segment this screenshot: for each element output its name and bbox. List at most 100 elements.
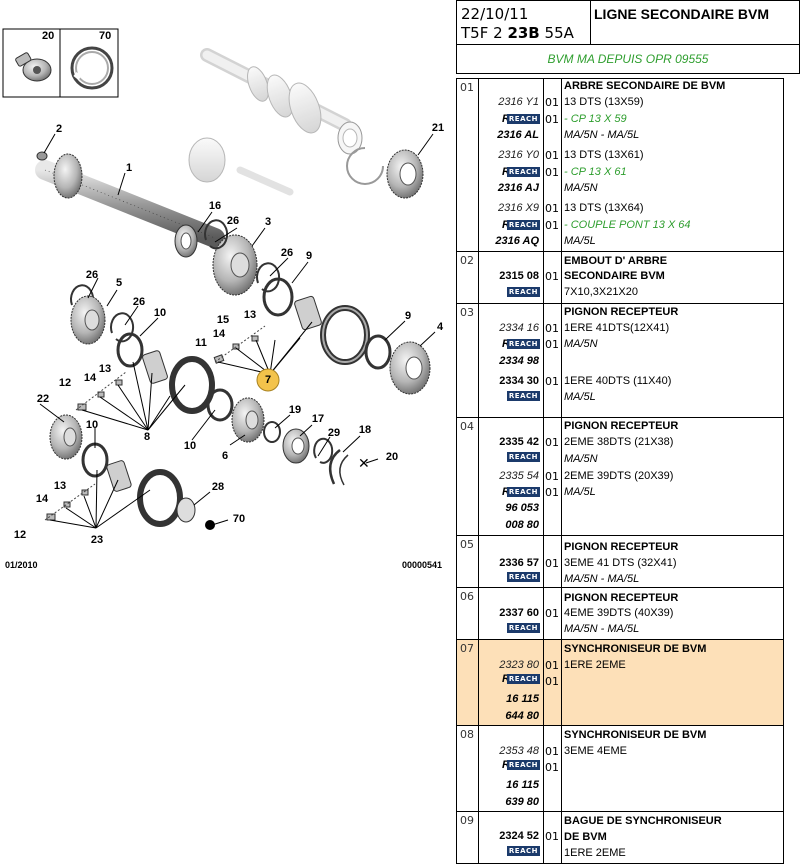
part-reference[interactable]: 16 115 bbox=[506, 779, 539, 791]
callout-7: 7 bbox=[264, 374, 272, 386]
reach-badge: REACH bbox=[506, 220, 540, 230]
part-reference[interactable]: 2353 48 bbox=[499, 745, 539, 757]
part-description: MA/5N - MA/5L bbox=[564, 129, 640, 141]
part-reference[interactable]: 644 80 bbox=[505, 710, 539, 722]
reach-badge: REACH bbox=[506, 339, 540, 349]
part-reference[interactable]: 2316 AQ bbox=[495, 235, 539, 247]
part-reference[interactable]: 2316 Y1 bbox=[498, 96, 539, 108]
quantity: 01 bbox=[545, 219, 559, 232]
quantity: 01 bbox=[545, 113, 559, 126]
inset-box bbox=[2, 28, 119, 98]
part-reference[interactable]: 2323 80 bbox=[499, 659, 539, 671]
quantity: 01 bbox=[545, 322, 559, 335]
callout-14-b: 14 bbox=[212, 328, 226, 340]
part-description: MA/5N bbox=[564, 453, 598, 465]
part-title: PIGNON RECEPTEUR bbox=[564, 420, 679, 432]
part-description: 1ERE 40DTS (11X40) bbox=[564, 375, 672, 387]
callout-10-upper: 10 bbox=[153, 307, 167, 319]
part-description: MA/5N bbox=[564, 182, 598, 194]
part-reference[interactable]: 2316 Y0 bbox=[498, 149, 539, 161]
part-description: - CP 13 X 61 bbox=[564, 166, 627, 178]
part-reference[interactable]: 2315 08 bbox=[499, 270, 539, 282]
quantity: 01 bbox=[545, 202, 559, 215]
part-reference[interactable]: 2334 98 bbox=[499, 355, 539, 367]
part-title: EMBOUT D' ARBRE bbox=[564, 255, 668, 267]
part-description: MA/5L bbox=[564, 391, 596, 403]
callout-14-a: 14 bbox=[83, 372, 97, 384]
footnote-code: 00000541 bbox=[402, 560, 443, 570]
callout-26-c: 26 bbox=[85, 269, 99, 281]
quantity: 01 bbox=[545, 166, 559, 179]
part-reference[interactable]: 2335 42 bbox=[499, 436, 539, 448]
quantity: 01 bbox=[545, 607, 559, 620]
quantity: 01 bbox=[545, 470, 559, 483]
part-reference[interactable]: 2336 57 bbox=[499, 557, 539, 569]
part-description: 1ERE 2EME bbox=[564, 659, 626, 671]
part-reference[interactable]: 2334 16 bbox=[499, 322, 539, 334]
row-index: 05 bbox=[460, 538, 474, 551]
part-reference[interactable]: 2316 X9 bbox=[498, 202, 539, 214]
part-reference[interactable]: 16 115 bbox=[506, 693, 539, 705]
row-index: 02 bbox=[460, 254, 474, 267]
part-description: MA/5N - MA/5L bbox=[564, 573, 640, 585]
part-reference[interactable]: 639 80 bbox=[505, 796, 539, 808]
callout-26-b: 26 bbox=[280, 247, 294, 259]
panel-header: 22/10/11 T5F 2 23B 55A LIGNE SECONDAIRE … bbox=[456, 0, 800, 45]
callout-12-upper: 12 bbox=[58, 377, 72, 389]
callout-70: 70 bbox=[232, 513, 246, 525]
row-index: 07 bbox=[460, 642, 474, 655]
part-reference[interactable]: 2335 54 bbox=[499, 470, 539, 482]
part-description: 13 DTS (13X59) bbox=[564, 96, 644, 108]
callout-10-mid: 10 bbox=[183, 440, 197, 452]
part-reference[interactable]: 96 053 bbox=[505, 502, 539, 514]
reach-badge: REACH bbox=[506, 572, 540, 582]
reach-badge: REACH bbox=[506, 114, 540, 124]
synchro-ring-9 bbox=[262, 277, 294, 317]
row-index: 03 bbox=[460, 306, 474, 319]
part-reference[interactable]: 2337 60 bbox=[499, 607, 539, 619]
svg-text:✕: ✕ bbox=[358, 456, 370, 472]
part-reference[interactable]: 2334 30 bbox=[499, 375, 539, 387]
header-title: LIGNE SECONDAIRE BVM bbox=[594, 6, 770, 22]
part-title: PIGNON RECEPTEUR bbox=[564, 592, 679, 604]
callout-11: 11 bbox=[195, 337, 207, 349]
quantity: 01 bbox=[545, 761, 559, 774]
part-reference[interactable]: 2316 AJ bbox=[497, 182, 539, 194]
footnote-date: 01/2010 bbox=[5, 560, 38, 570]
part-reference[interactable]: 2324 52 bbox=[499, 830, 539, 842]
callout-21: 21 bbox=[431, 122, 445, 134]
row-index: 04 bbox=[460, 420, 474, 433]
callout-6: 6 bbox=[221, 450, 229, 462]
part-title: SECONDAIRE BVM bbox=[564, 270, 665, 282]
callout-15: 15 bbox=[216, 314, 230, 326]
row-index: 01 bbox=[460, 81, 474, 94]
model-banner: BVM MA DEPUIS OPR 09555 bbox=[456, 45, 800, 74]
part-title: ARBRE SECONDAIRE DE BVM bbox=[564, 80, 726, 92]
gear-3 bbox=[212, 234, 258, 296]
quantity: 01 bbox=[545, 486, 559, 499]
callout-8: 8 bbox=[143, 431, 151, 443]
part-description: 4EME 39DTS (40X39) bbox=[564, 607, 674, 619]
quantity: 01 bbox=[545, 149, 559, 162]
part-description: 2EME 38DTS (21X38) bbox=[564, 436, 674, 448]
part-description: MA/5L bbox=[564, 486, 596, 498]
quantity: 01 bbox=[545, 659, 559, 672]
callout-16: 16 bbox=[208, 200, 222, 212]
part-reference[interactable]: 008 80 bbox=[505, 519, 539, 531]
part-description: - COUPLE PONT 13 X 64 bbox=[564, 219, 691, 231]
row-index: 09 bbox=[460, 814, 474, 827]
part-title: DE BVM bbox=[564, 831, 607, 843]
row-index: 06 bbox=[460, 590, 474, 603]
part-reference[interactable]: 2316 AL bbox=[497, 129, 539, 141]
part-description: 3EME 41 DTS (32X41) bbox=[564, 557, 677, 569]
reach-badge: REACH bbox=[506, 674, 540, 684]
